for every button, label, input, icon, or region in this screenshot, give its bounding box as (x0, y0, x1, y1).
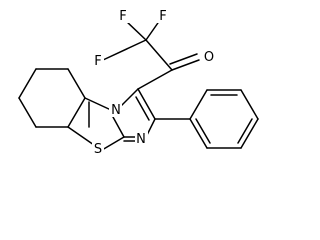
bond-thiazole-c-s (67, 126, 95, 146)
atom-bg-f-top-right (157, 8, 169, 23)
bond-carbonyl-cf3 (145, 39, 173, 71)
atom-f-top-left: F (119, 9, 126, 24)
bond-phenyl-6 (189, 118, 208, 149)
bond-phenyl-inner-3 (195, 118, 211, 144)
atom-carbonyl-oxygen: O (204, 50, 214, 65)
bond-c3-carbonyl (137, 69, 173, 90)
bond-phenyl-inner-2 (237, 118, 253, 144)
bond-thiazole-n-c (112, 116, 125, 138)
atom-bg-nitrogen-lower (135, 131, 148, 146)
bond-carbonyl-o-double-a (171, 59, 200, 71)
bond-cyclohexane-2 (67, 68, 86, 99)
bond-cyclohexane-5 (18, 97, 37, 128)
atom-bg-carbonyl-oxygen (202, 49, 215, 64)
atom-bg-f-top-left (118, 8, 130, 23)
bond-cf3-f-left (102, 39, 147, 61)
bond-carbonyl-o-double-b (169, 53, 198, 65)
bond-thiazole-c-n (84, 97, 112, 111)
bond-thiazole-s-c (101, 136, 125, 151)
bond-imidazole-c3-c2-double (135, 96, 150, 121)
bond-phenyl-4 (240, 118, 259, 149)
atom-sulfur: S (94, 142, 102, 157)
atom-bg-nitrogen-bridge (109, 102, 122, 117)
atom-bg-sulfur (92, 141, 104, 156)
bond-cyclohexane-3 (67, 97, 86, 128)
atom-nitrogen-bridge: N (111, 103, 121, 118)
atom-bg-f-left (92, 53, 104, 68)
bond-imidazole-n-c3 (119, 88, 139, 108)
bond-phenyl-3 (240, 89, 259, 120)
bond-cf3-f-top-left (124, 19, 147, 41)
structure-canvas: F F F O N N S (18, 8, 259, 157)
molecule-structure: F F F O N N S (18, 8, 259, 157)
atom-nitrogen-lower: N (136, 132, 146, 147)
bond-cf3-f-top-right (145, 19, 161, 41)
bond-cyclohexane-6 (18, 68, 37, 99)
atom-f-left: F (94, 54, 101, 69)
bond-imidazole-c3-c2 (137, 88, 156, 120)
bond-phenyl-1 (189, 89, 208, 120)
atom-f-top-right: F (159, 9, 166, 24)
